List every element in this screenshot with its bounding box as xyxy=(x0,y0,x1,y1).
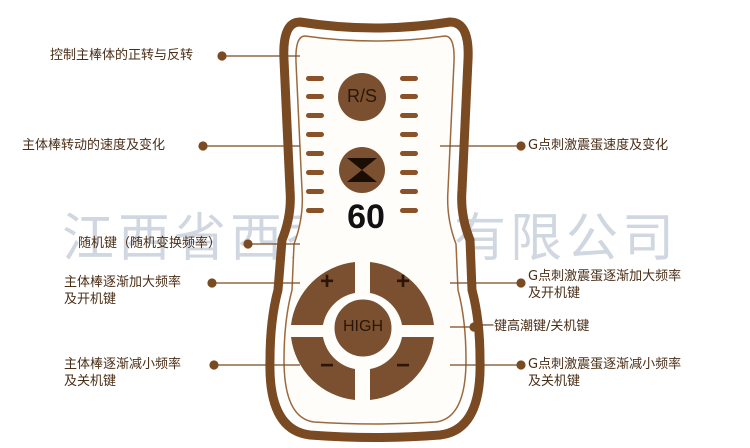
pad-bottom-left-shape xyxy=(291,337,355,400)
left-level-indicators xyxy=(306,76,324,213)
pad-top-right-shape xyxy=(370,262,434,325)
label-left-down: 主体棒逐渐减小频率 及关机键 xyxy=(64,357,182,389)
right-level-indicators xyxy=(400,76,418,213)
high-button[interactable]: HIGH xyxy=(343,318,383,335)
remote-body-outline xyxy=(265,17,485,442)
label-rotation: 控制主棒体的正转与反转 xyxy=(50,48,194,63)
label-random: 随机键（随机变换频率） xyxy=(78,236,222,251)
label-speed-right: G点刺激震蛋速度及变化 xyxy=(528,138,669,153)
label-right-down: G点刺激震蛋逐渐减小频率 及关机键 xyxy=(528,357,682,389)
label-high: 一键高潮键/关机键 xyxy=(481,319,590,334)
left-plus-button[interactable]: + xyxy=(319,268,334,295)
label-right-up: G点刺激震蛋逐渐加大频率 及开机键 xyxy=(528,269,682,301)
random-button[interactable] xyxy=(339,147,385,193)
right-plus-button[interactable]: + xyxy=(395,268,410,295)
pad-bottom-right-shape xyxy=(370,337,434,400)
control-pad xyxy=(291,262,434,400)
rs-button-shape xyxy=(338,73,386,121)
left-minus-button[interactable]: − xyxy=(319,352,334,379)
high-button-shape xyxy=(331,296,395,360)
label-speed-left: 主体棒转动的速度及变化 xyxy=(22,138,166,153)
label-left-up: 主体棒逐渐加大频率 及开机键 xyxy=(64,275,182,307)
speed-display: 60 xyxy=(347,198,385,236)
remote-body-inner xyxy=(283,35,467,425)
hourglass-icon xyxy=(347,158,377,182)
rs-button[interactable]: R/S xyxy=(346,86,377,106)
right-minus-button[interactable]: − xyxy=(395,352,410,379)
pad-top-left-shape xyxy=(291,262,355,325)
